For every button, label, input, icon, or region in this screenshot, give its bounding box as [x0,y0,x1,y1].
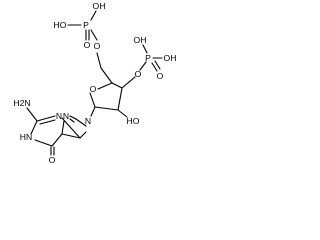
atom-p1: P [83,20,89,30]
bond-n3-c4 [61,117,81,139]
atom-p2-oh-right: OH [164,53,177,63]
atom-p1-o-double: O [84,40,91,50]
atom-o6: O [49,155,56,165]
atom-p1-oh-left: HO [54,20,67,30]
bond-p2-o-double-a [151,62,158,72]
bond-c2-n3 [36,115,56,122]
atom-p2-oh-top: OH [134,35,147,45]
bond-c3-o3 [121,76,136,89]
bond-c2-n3-double [39,119,56,125]
bond-n7-c5 [61,120,65,135]
bond-c2-oh [117,109,128,118]
atom-o5: O [94,41,101,51]
atom-p2: P [145,53,151,63]
bond-c1-n9 [90,106,96,117]
atom-labels: HO P OH O O O OH P OH O O HO H2N HN N N … [13,1,176,165]
bond-c8-n7 [69,115,77,120]
atom-n1h: HN [20,132,32,142]
atom-n7: N [63,111,69,121]
atom-ring-o: O [90,84,97,94]
atom-n3: N [56,111,62,121]
bond-c5-c6 [51,133,63,147]
bond-p1-o5 [90,29,98,41]
atom-p1-oh-top: OH [93,1,106,11]
bond-p2-oh-top [142,44,148,54]
bond-n1-c2 [30,120,38,135]
bond-n9-c8 [75,118,87,127]
atom-o3: O [135,69,142,79]
bond-o5-c5 [96,52,102,69]
atom-amino: H2N [13,98,30,108]
bond-c5-c4 [100,67,113,84]
bond-p2-o-double-b [154,60,161,70]
bond-ringo-c1 [89,92,96,108]
atom-p2-o-double: O [157,71,164,81]
bond-c1-c2 [94,106,119,111]
bond-p1-oh-top [90,10,97,21]
bond-c4-c5 [61,133,81,139]
bond-n9-c4 [79,131,87,139]
bond-c4-ringo [97,82,113,90]
bond-c2-c3 [117,87,123,111]
atom-n9: N [85,116,91,126]
bond-c8-n7-double [69,118,75,123]
bonds [26,10,163,156]
bond-c6-n1 [34,139,53,147]
bond-c3-c4 [111,82,123,89]
bond-c2-nh2 [26,107,38,122]
guanosine-bisphosphate-structure: HO P OH O O O OH P OH O O HO H2N HN N N … [13,1,176,165]
bond-o3-p2 [139,61,147,71]
atom-o2-hydroxyl: HO [127,116,140,126]
